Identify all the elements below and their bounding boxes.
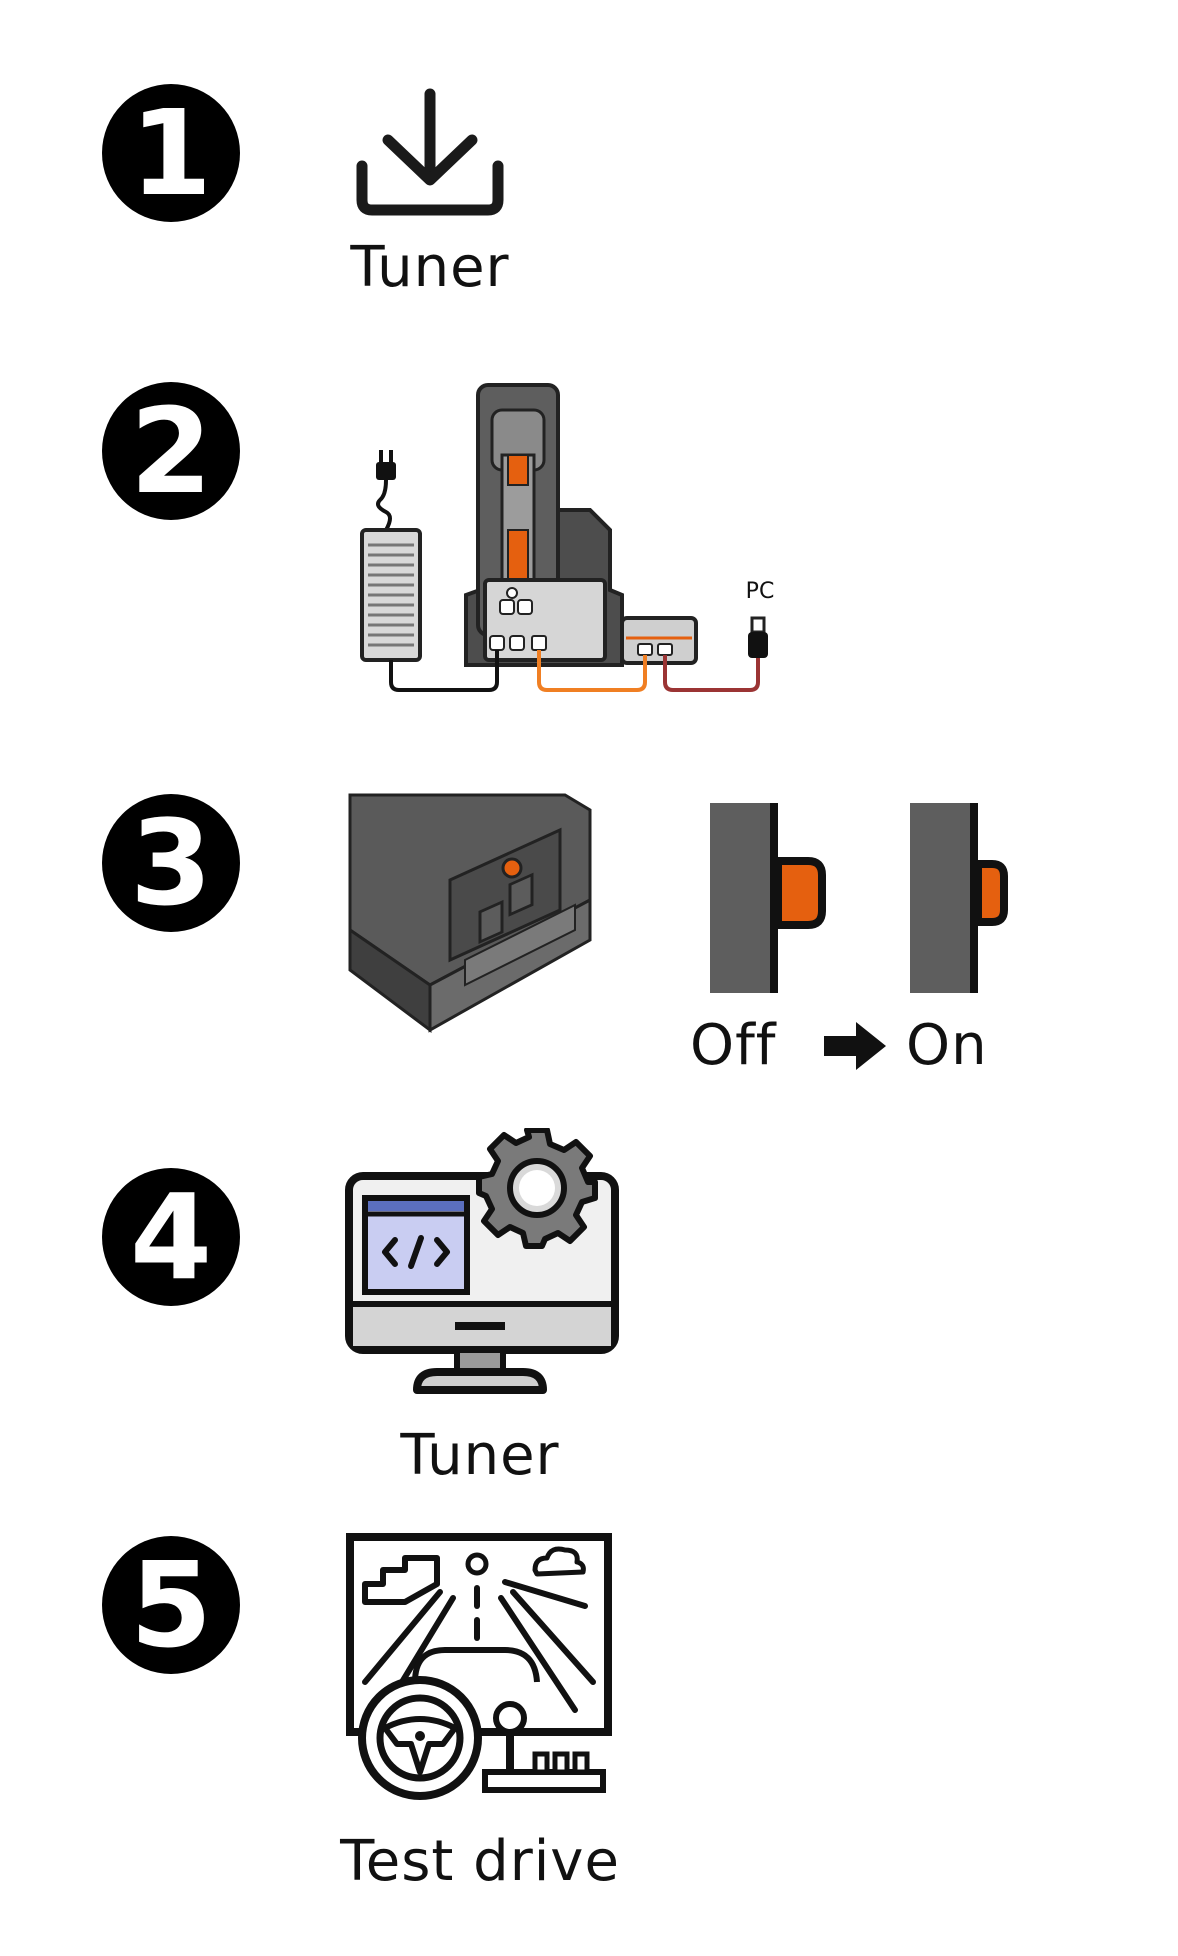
gear-icon (476, 1128, 598, 1249)
power-cable (389, 650, 499, 692)
step-badge-1: 1 (102, 84, 240, 222)
pc-label: PC (746, 579, 775, 604)
power-supply-brick (360, 528, 422, 662)
pedal-cable (537, 650, 647, 692)
step-4-caption: Tuner (400, 1423, 560, 1488)
step-badge-2: 2 (102, 382, 240, 520)
wiring-diagram: PC (360, 383, 775, 692)
pc-cable (663, 655, 760, 692)
arrow-right-icon (824, 1022, 886, 1070)
step-badge-5: 5 (102, 1536, 240, 1674)
switch-off-icon (710, 803, 826, 993)
pc-usb-connector (748, 616, 768, 658)
power-plug-icon (376, 450, 396, 531)
step-1-caption: Tuner (350, 235, 510, 300)
power-button (501, 857, 523, 879)
usb-hub (620, 616, 698, 665)
computer-settings-icon (345, 1128, 619, 1394)
switch-on-icon (910, 803, 1008, 993)
switch-on-label: On (906, 1013, 988, 1078)
switch-off-label: Off (690, 1013, 777, 1078)
download-icon (356, 88, 504, 216)
device-side-view (348, 793, 592, 1033)
driving-simulator-icon (346, 1533, 612, 1800)
pedal-base (464, 383, 624, 667)
step-badge-3: 3 (102, 794, 240, 932)
step-5-caption: Test drive (340, 1829, 620, 1894)
step-badge-4: 4 (102, 1168, 240, 1306)
